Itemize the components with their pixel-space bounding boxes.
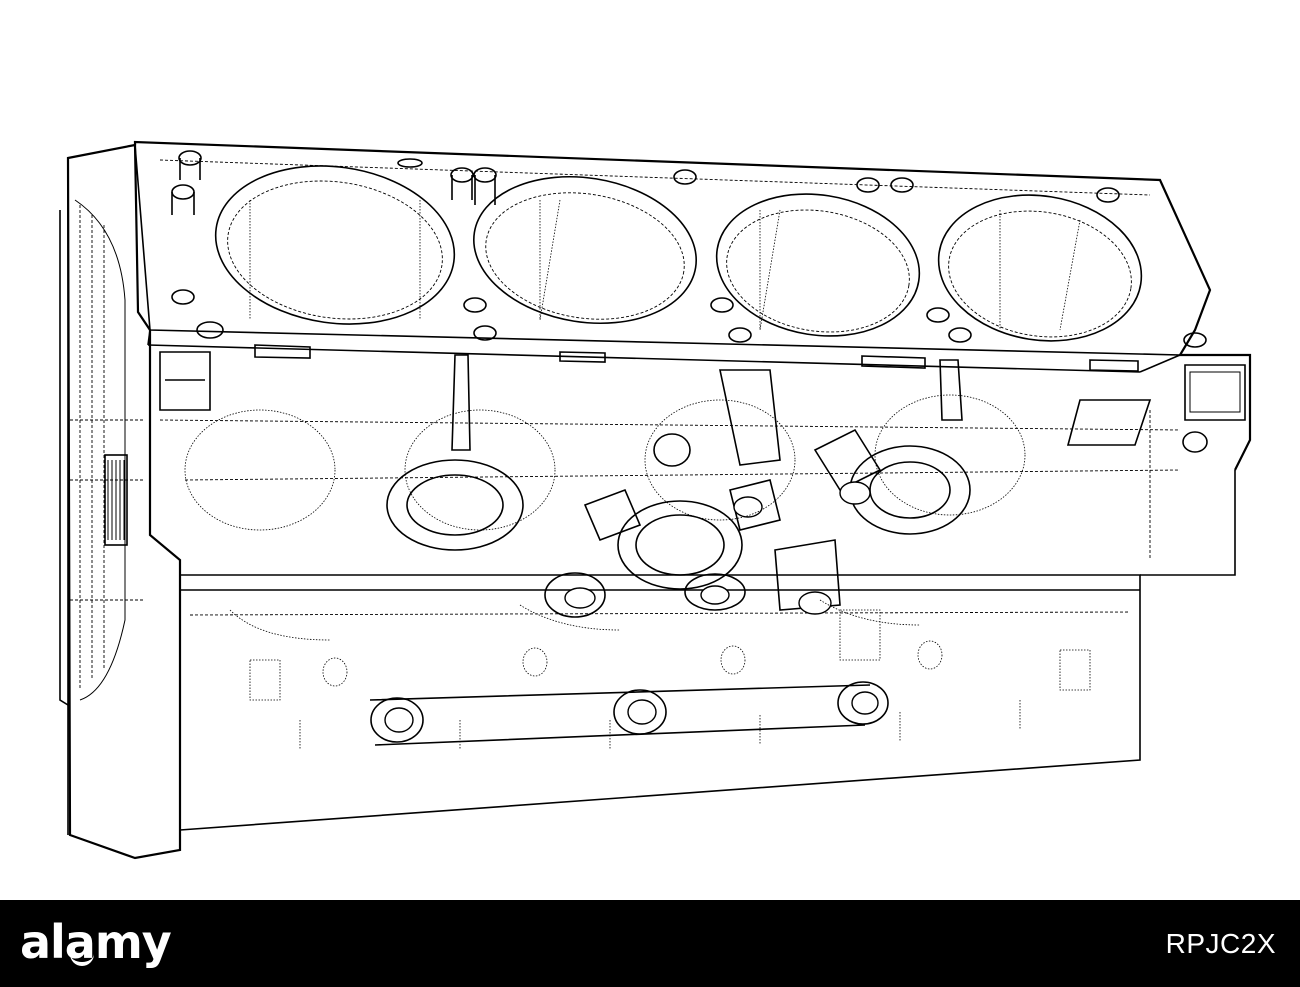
top-deck: [133, 140, 1252, 471]
rod-cap-bolts: [544, 428, 882, 618]
engine-block-svg: [59, 140, 1252, 860]
deck-ports: [159, 344, 1139, 411]
connecting-rods: [386, 354, 971, 590]
front-flange: [1066, 364, 1246, 576]
rear-end-plate: [59, 143, 182, 860]
main-bearing-bolts: [369, 681, 889, 746]
alamy-logo-smile-icon: [70, 953, 94, 966]
block-body: [159, 419, 1181, 831]
alamy-logo: alamy: [20, 914, 250, 970]
cylinder-bores: [214, 165, 1143, 342]
head-bolt-holes: [171, 150, 1207, 348]
image-reference-code: RPJC2X: [1165, 928, 1276, 959]
alamy-logo-wordmark: alamy: [20, 915, 172, 969]
engine-block-wireframe-drawing: [59, 140, 1252, 860]
hidden-internal-detail: [184, 199, 1091, 750]
watermark-footer-bar: alamy RPJC2X: [0, 900, 1300, 987]
